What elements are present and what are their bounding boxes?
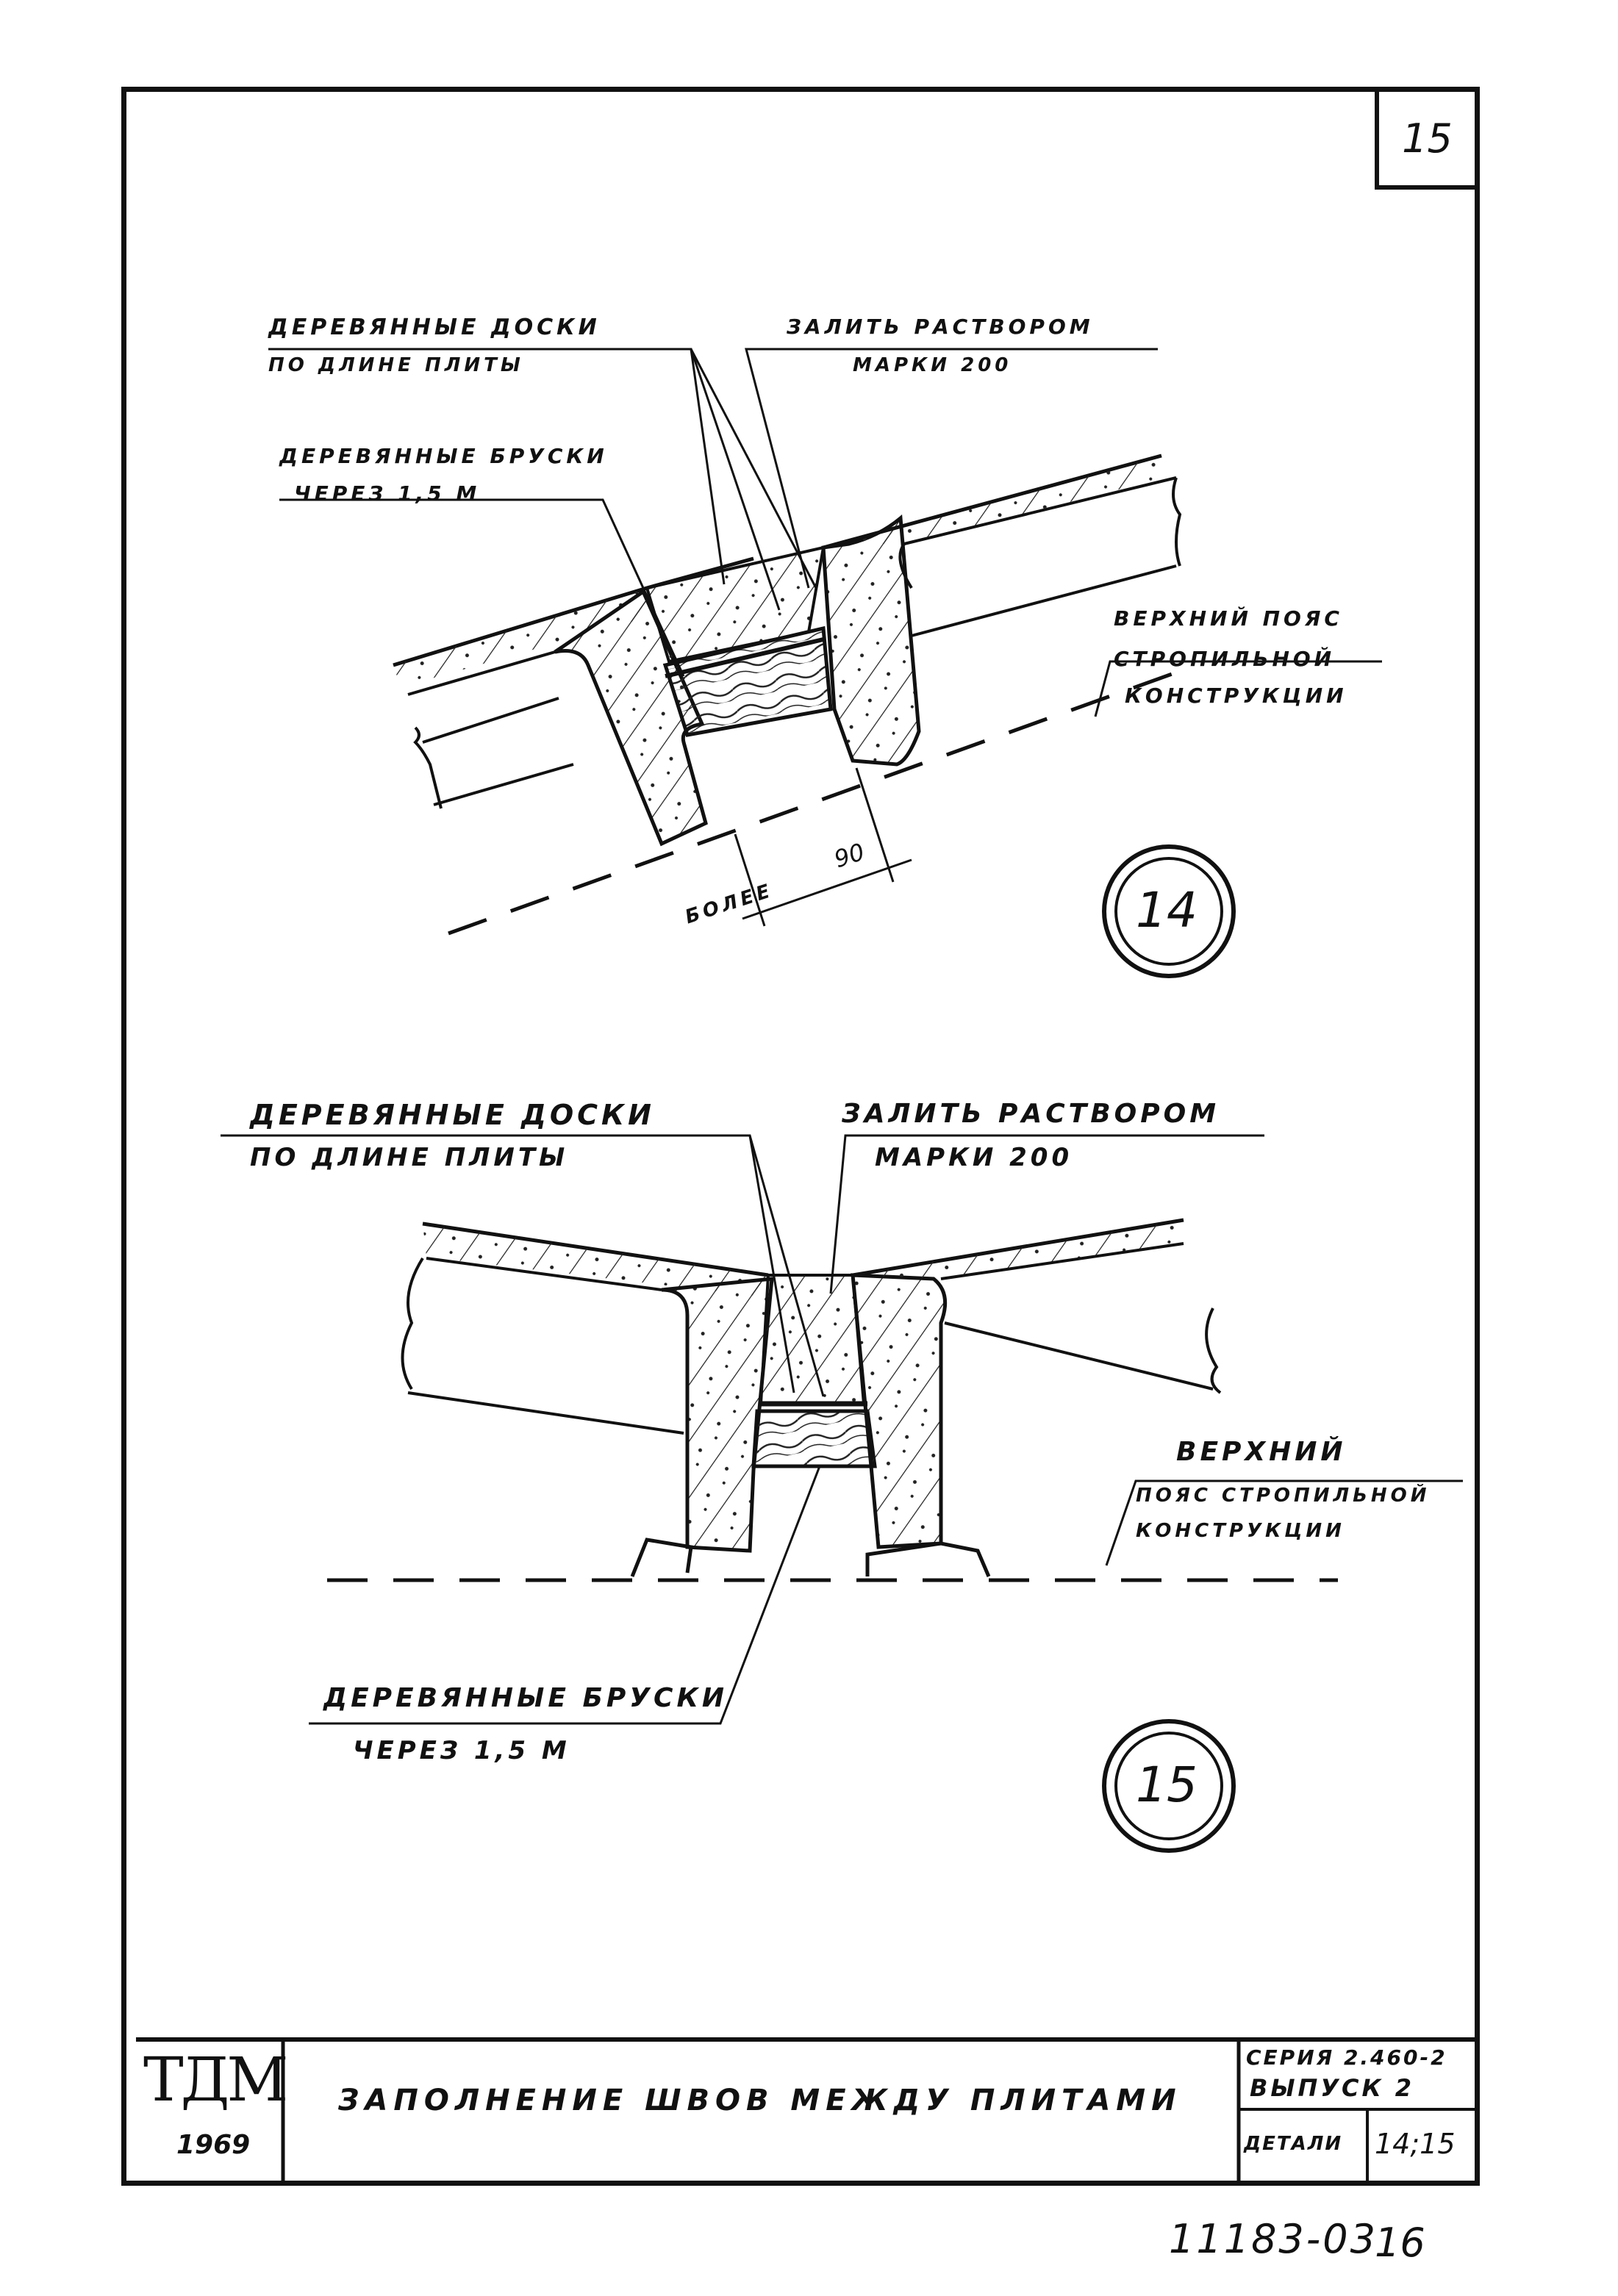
detail-15-drawing — [221, 1134, 1463, 1853]
title-block-year: 1969 — [176, 2130, 251, 2160]
d14-chord-label-2: стропильной — [1114, 647, 1336, 671]
d15-bars-label-2: через 1,5 м — [353, 1736, 570, 1765]
d14-bars-label-2: через 1,5 м — [294, 481, 481, 506]
sheet-number: 15 — [1402, 115, 1453, 162]
series-line-1: Серия 2.460-2 — [1246, 2045, 1447, 2070]
page-number: 16 — [1375, 2220, 1425, 2266]
sheet-number-box: 15 — [1375, 87, 1480, 190]
detail-14-drawing — [268, 348, 1382, 978]
d15-boards-label-1: Деревянные доски — [250, 1099, 655, 1131]
d14-boards-label-2: по длине плиты — [268, 354, 524, 376]
d15-mortar-label-1: Залить раствором — [842, 1099, 1220, 1129]
tdm-logo: ТДМ — [143, 2045, 288, 2115]
d14-chord-label-3: конструкции — [1125, 684, 1347, 708]
series-line-2: выпуск 2 — [1250, 2074, 1415, 2102]
d15-mortar-label-2: марки 200 — [875, 1143, 1073, 1172]
d14-bars-label-1: Деревянные бруски — [279, 444, 608, 468]
detail-label: Детали — [1244, 2133, 1343, 2155]
d15-chord-label-3: конструкции — [1136, 1520, 1345, 1542]
document-code: 11183-03 — [1169, 2216, 1378, 2262]
d14-detail-number: 14 — [1136, 882, 1198, 939]
d14-mortar-label-2: марки 200 — [853, 354, 1012, 376]
drawing-title: Заполнение швов между плитами — [338, 2084, 1182, 2117]
detail-value: 14;15 — [1375, 2128, 1456, 2160]
d14-boards-label-1: Деревянные доски — [268, 315, 601, 340]
title-block-lines — [136, 2037, 1480, 2181]
d15-chord-label-2: пояс стропильной — [1136, 1485, 1431, 1507]
drawing-frame — [121, 87, 1480, 2186]
d15-bars-label-1: Деревянные бруски — [323, 1683, 729, 1713]
d15-boards-label-2: по длине плиты — [250, 1143, 569, 1172]
d15-chord-label-1: Верхний — [1176, 1437, 1347, 1467]
d14-mortar-label-1: Залить раствором — [787, 315, 1094, 339]
d15-detail-number: 15 — [1136, 1757, 1198, 1813]
d14-chord-label-1: Верхний пояс — [1114, 606, 1343, 631]
